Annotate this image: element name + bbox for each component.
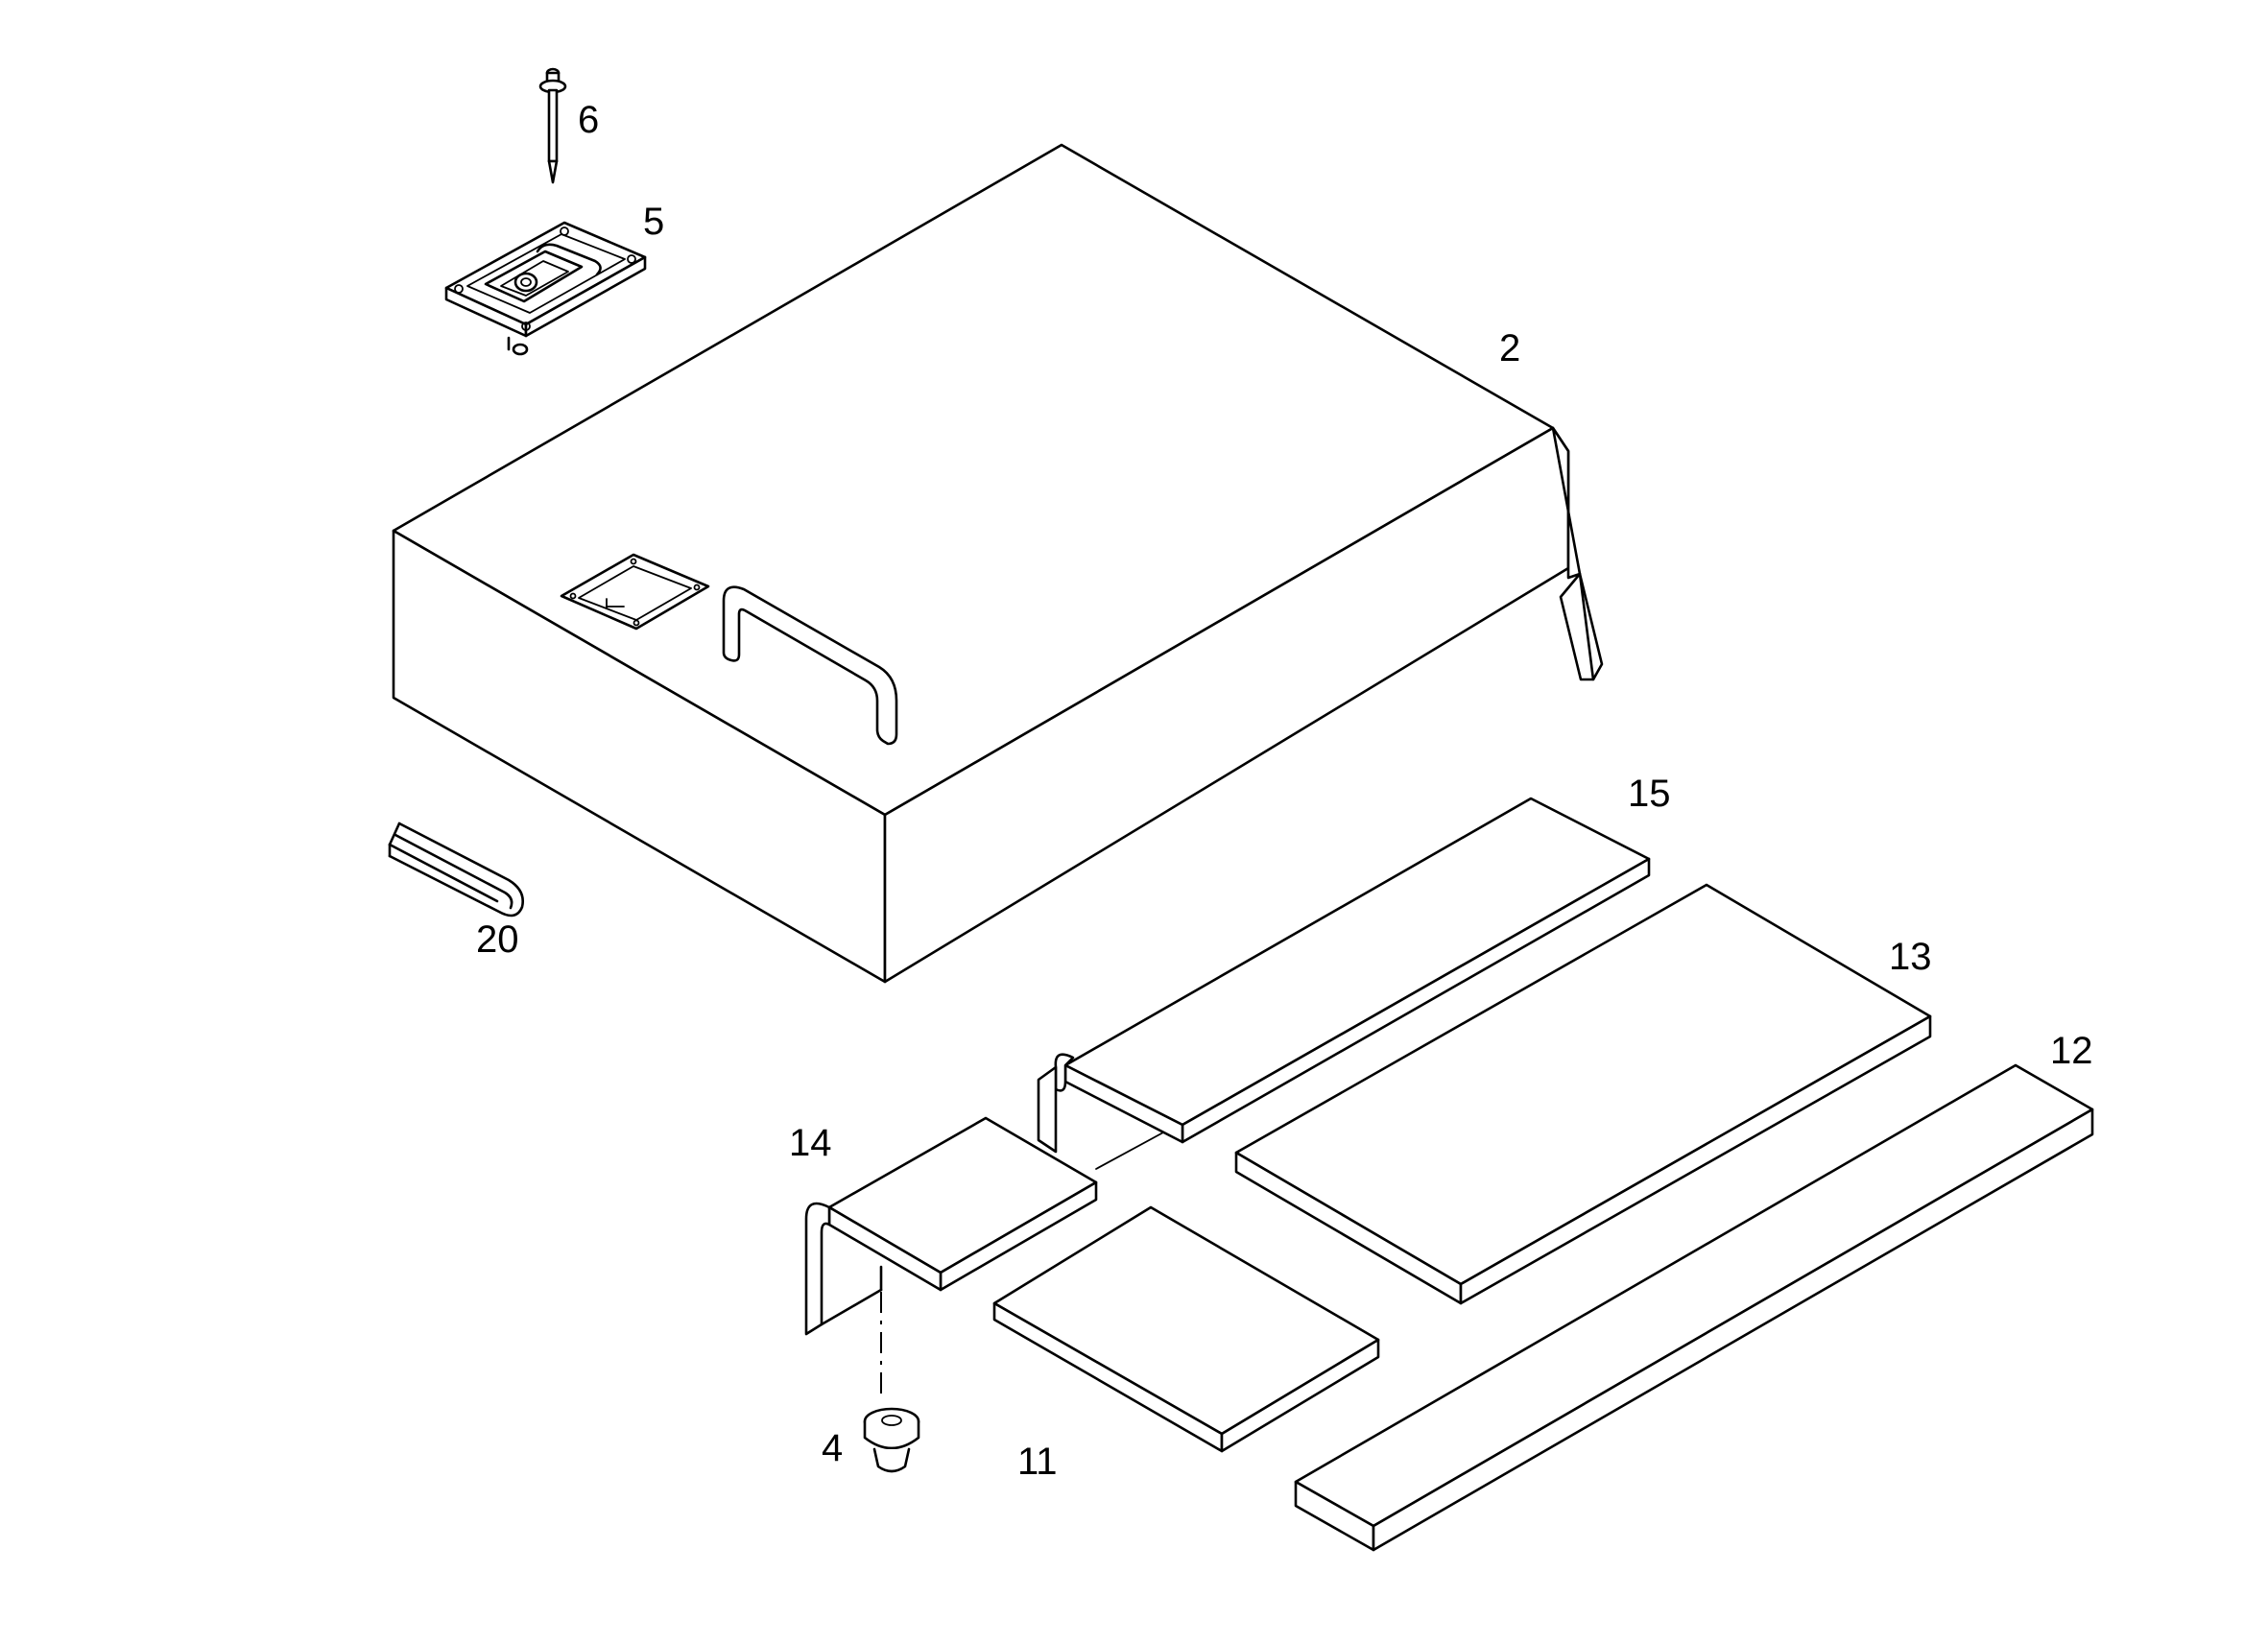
part-5-latch: [444, 221, 647, 356]
part-12-long-bar: [1294, 1063, 2094, 1552]
part-15-bent-pad: [1037, 797, 1651, 1154]
part-20-edge-trim: [388, 822, 524, 917]
carry-handle: [722, 585, 898, 746]
part-13-large-pad: [1234, 883, 1932, 1305]
part-14-bent-pad: [804, 1116, 1098, 1336]
callout-13: 13: [1889, 936, 1932, 978]
part-6-pin: [538, 67, 567, 184]
callout-12: 12: [2050, 1030, 2093, 1072]
callout-6: 6: [578, 99, 599, 141]
part-2-cover-box: [392, 143, 1604, 984]
callout-11: 11: [1017, 1441, 1058, 1483]
callout-4: 4: [822, 1427, 843, 1469]
callout-14: 14: [789, 1122, 832, 1164]
callout-5: 5: [643, 201, 664, 243]
callout-2: 2: [1499, 327, 1520, 369]
part-4-bumper: [863, 1292, 920, 1473]
part-11-small-pad: [992, 1205, 1380, 1453]
latch-recess: [560, 553, 710, 631]
callout-15: 15: [1628, 773, 1671, 815]
callout-20: 20: [476, 918, 519, 961]
